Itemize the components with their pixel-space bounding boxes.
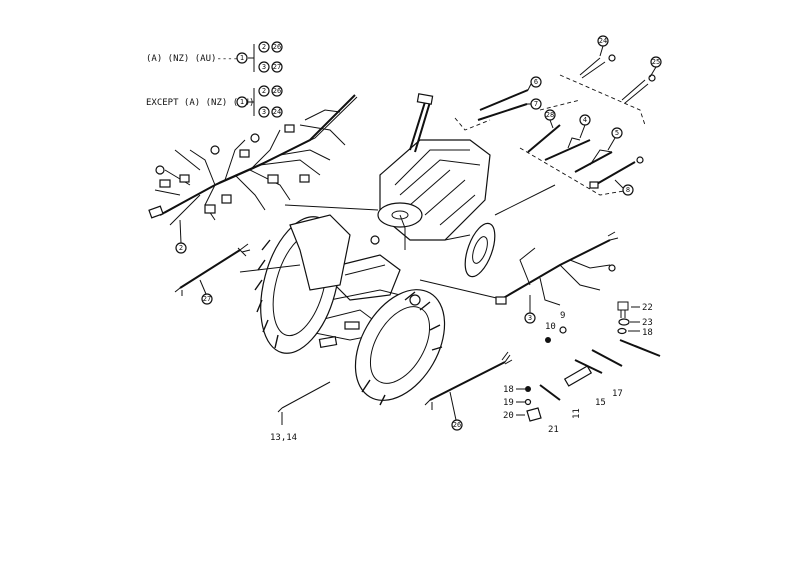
lead-line-harness-3 (419, 279, 506, 301)
svg-text:15: 15 (595, 398, 606, 408)
svg-text:9: 9 (560, 311, 565, 321)
svg-text:1: 1 (240, 54, 244, 62)
svg-text:21: 21 (548, 425, 559, 435)
svg-text:24: 24 (273, 108, 281, 116)
lead-line-harness-27 (239, 264, 301, 273)
dashed-link (539, 99, 581, 111)
dashed-group-4-5-8 (519, 147, 631, 196)
harness-27 (174, 243, 251, 296)
part-8 (589, 156, 644, 189)
part-18-a: 19 (503, 398, 532, 408)
svg-text:7: 7 (534, 100, 538, 108)
svg-text:3: 3 (262, 108, 266, 116)
part-22-washer: 23 (618, 318, 653, 328)
svg-text:27: 27 (273, 63, 281, 71)
svg-text:26: 26 (273, 43, 281, 51)
svg-text:4: 4 (583, 116, 587, 124)
part-13-14: 13,14 (270, 381, 331, 443)
tractor-illustration (254, 93, 496, 406)
callout-4: 4 (579, 114, 591, 139)
variant-label-a-nz-au: (A) (NZ) (AU)------ (146, 54, 249, 64)
svg-text:17: 17 (612, 389, 623, 399)
svg-text:24: 24 (599, 37, 607, 45)
svg-text:26: 26 (453, 421, 461, 429)
callout-3: 3 (524, 295, 536, 324)
svg-text:8: 8 (626, 186, 630, 194)
part-9: 9 (559, 311, 567, 334)
dashed-bracket-6-7 (454, 117, 491, 131)
part-15-band: 15 (574, 359, 606, 408)
variant-bracket-a (248, 44, 255, 72)
part-20: 18 (617, 327, 653, 338)
svg-text:1: 1 (240, 98, 244, 106)
callout-27: 27 (199, 279, 213, 305)
callout-25: 25 (649, 56, 662, 78)
callout-8: 8 (614, 179, 634, 196)
svg-text:26: 26 (273, 87, 281, 95)
svg-text:22: 22 (642, 303, 653, 313)
svg-text:25: 25 (652, 58, 660, 66)
harness-26 (424, 351, 513, 410)
variant-except-items: 2 26 3 24 (258, 85, 283, 118)
svg-text:3: 3 (262, 63, 266, 71)
variant-a-items: 2 26 3 27 (258, 41, 283, 73)
svg-text:3: 3 (528, 314, 532, 322)
part-25 (621, 74, 656, 104)
variant-legend: (A) (NZ) (AU)------ 1 2 26 3 27 EXCEPT (… (146, 41, 283, 118)
variant-ref-circle-a: 1 (236, 52, 248, 64)
svg-text:27: 27 (203, 295, 211, 303)
part-5 (574, 149, 613, 173)
svg-text:2: 2 (262, 87, 266, 95)
svg-text:19: 19 (503, 398, 514, 408)
callout-2: 2 (175, 219, 187, 254)
svg-text:18: 18 (503, 385, 514, 395)
variant-bracket-except (248, 88, 255, 116)
part-18-b: 20 (503, 407, 542, 422)
svg-text:18: 18 (642, 328, 653, 338)
variant-label-except: EXCEPT (A) (NZ) (AU) (146, 98, 254, 108)
part-28 (527, 124, 561, 153)
svg-text:11: 11 (572, 408, 582, 419)
svg-text:20: 20 (503, 411, 514, 421)
part-23-band: 21 (539, 384, 561, 435)
part-24 (579, 54, 616, 79)
svg-text:2: 2 (179, 244, 183, 252)
callout-7: 7 (527, 98, 542, 110)
part-21-bolt: 22 (617, 301, 653, 318)
svg-text:23: 23 (642, 318, 653, 328)
lead-line-main (284, 204, 379, 211)
harness-3 (495, 231, 619, 306)
part-6-7 (477, 89, 529, 121)
part-17: 18 (503, 385, 531, 395)
part-4 (544, 137, 591, 161)
part-19-long-band (619, 339, 661, 357)
part-19-band: 17 (591, 349, 623, 399)
svg-text:13,14: 13,14 (270, 433, 297, 443)
part-10: 10 (545, 322, 556, 343)
callout-24: 24 (597, 35, 609, 57)
callout-5: 5 (607, 127, 623, 151)
main-wiring-harness (148, 94, 358, 226)
part-11-plate: 11 (563, 365, 593, 419)
lead-line-right (494, 184, 556, 216)
callout-6: 6 (527, 76, 542, 91)
callout-28: 28 (544, 109, 556, 129)
svg-text:10: 10 (545, 322, 556, 332)
callout-26: 26 (449, 391, 463, 431)
dashed-group-24-25 (559, 74, 646, 126)
svg-text:6: 6 (534, 78, 538, 86)
svg-text:2: 2 (262, 43, 266, 51)
variant-ref-circle-except: 1 (236, 96, 248, 108)
svg-text:5: 5 (615, 129, 619, 137)
svg-text:28: 28 (546, 111, 554, 119)
